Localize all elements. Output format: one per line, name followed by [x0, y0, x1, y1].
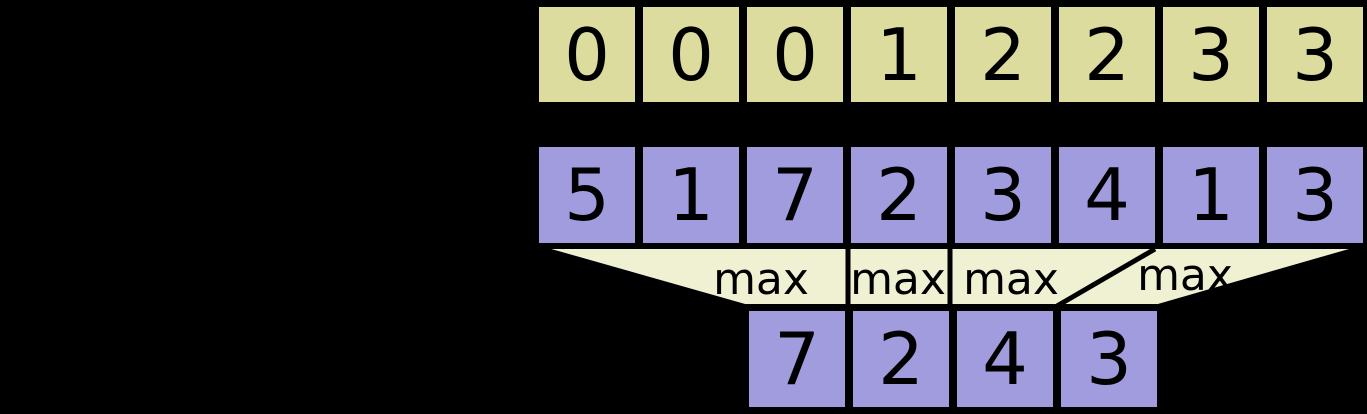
data-cell: 3 — [1263, 143, 1367, 247]
funnel-shape — [536, 245, 1364, 308]
data-cell: 1 — [639, 143, 743, 247]
data-cell: 2 — [847, 143, 951, 247]
result-cell: 7 — [745, 307, 849, 411]
data-cell: 3 — [951, 143, 1055, 247]
segment-id-cell: 2 — [951, 3, 1055, 106]
segment-ids-row: 0 0 0 1 2 2 3 3 — [535, 3, 1367, 106]
max-label: max — [1137, 250, 1233, 301]
max-label: max — [963, 254, 1059, 305]
data-cell: 1 — [1159, 143, 1263, 247]
segment-id-cell: 0 — [743, 3, 847, 106]
result-row: 7 2 4 3 — [745, 307, 1161, 411]
result-cell: 4 — [953, 307, 1057, 411]
data-cell: 5 — [535, 143, 639, 247]
segment-id-cell: 2 — [1055, 3, 1159, 106]
segment-id-cell: 0 — [639, 3, 743, 106]
result-cell: 2 — [849, 307, 953, 411]
data-cell: 7 — [743, 143, 847, 247]
result-cell: 3 — [1057, 307, 1161, 411]
segment-id-cell: 0 — [535, 3, 639, 106]
data-row: 5 1 7 2 3 4 1 3 — [535, 143, 1367, 247]
segment-id-cell: 1 — [847, 3, 951, 106]
max-label: max — [713, 254, 809, 305]
max-label: max — [850, 254, 946, 305]
data-cell: 4 — [1055, 143, 1159, 247]
segment-id-cell: 3 — [1159, 3, 1263, 106]
segment-id-cell: 3 — [1263, 3, 1367, 106]
